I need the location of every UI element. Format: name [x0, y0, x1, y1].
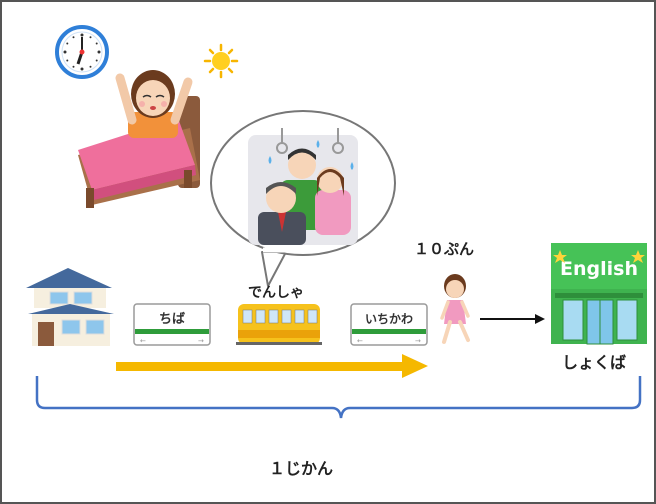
route-arrow [116, 354, 428, 378]
svg-text:→: → [198, 337, 204, 345]
english-school-icon: English [551, 243, 647, 345]
walking-woman-icon [440, 274, 470, 344]
svg-text:←: ← [357, 337, 363, 345]
svg-text:→: → [415, 337, 421, 345]
train-label: でんしゃ [248, 285, 304, 301]
station-sign-chiba: ちば ← → [133, 303, 211, 346]
station-name-ichikawa: いちかわ [365, 312, 413, 326]
walk-time-label: １０ぷん [414, 240, 474, 258]
sun-icon [203, 43, 239, 79]
person-waking-icon [115, 70, 193, 138]
workplace-label: しょくば [562, 353, 626, 372]
total-time-brace [35, 376, 642, 419]
station-name-chiba: ちば [159, 312, 185, 327]
train-icon [236, 304, 322, 345]
clock-icon [55, 25, 109, 79]
svg-text:←: ← [140, 337, 146, 345]
walk-arrow [480, 314, 545, 324]
store-sign-text: English [560, 258, 638, 280]
crowded-commuters-icon [248, 128, 358, 245]
station-sign-ichikawa: いちかわ ← → [350, 303, 428, 346]
total-time-label: １じかん [269, 459, 333, 478]
house-icon [26, 268, 114, 346]
